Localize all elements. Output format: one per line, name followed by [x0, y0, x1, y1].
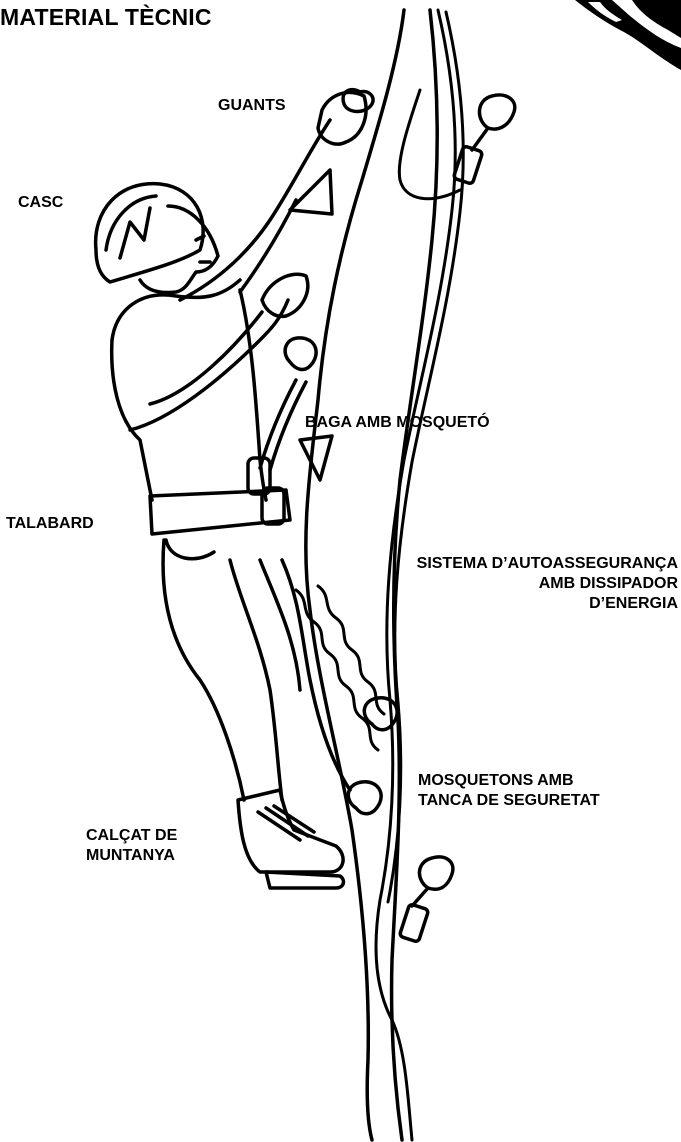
label-talabard: TALABARD	[6, 514, 94, 534]
label-casc: CASC	[18, 193, 63, 213]
label-line: MOSQUETONS AMB	[418, 771, 600, 791]
label-line: MUNTANYA	[86, 846, 177, 866]
label-sistema-autoassegurança: SISTEMA D’AUTOASSEGURANÇA AMB DISSIPADOR…	[417, 554, 678, 614]
label-baga-amb-mosqueto: BAGA AMB MOSQUETÓ	[305, 413, 490, 433]
page-title: MATERIAL TÈCNIC	[0, 4, 212, 31]
label-line: AMB DISSIPADOR	[417, 574, 678, 594]
corner-rock-texture	[575, 0, 681, 70]
boot-drawing	[238, 790, 343, 872]
label-line: SISTEMA D’AUTOASSEGURANÇA	[417, 554, 678, 574]
bottom-carabiner-drawing	[399, 857, 453, 942]
label-line: TANCA DE SEGURETAT	[418, 791, 600, 811]
label-calcat-de-muntanya: CALÇAT DE MUNTANYA	[86, 826, 177, 866]
lanyard-drawing	[248, 338, 397, 814]
label-line: D’ENERGIA	[417, 594, 678, 614]
label-mosquetons: MOSQUETONS AMB TANCA DE SEGURETAT	[418, 771, 600, 811]
harness-drawing	[150, 490, 290, 534]
label-line: CALÇAT DE	[86, 826, 177, 846]
label-guants: GUANTS	[218, 96, 286, 116]
